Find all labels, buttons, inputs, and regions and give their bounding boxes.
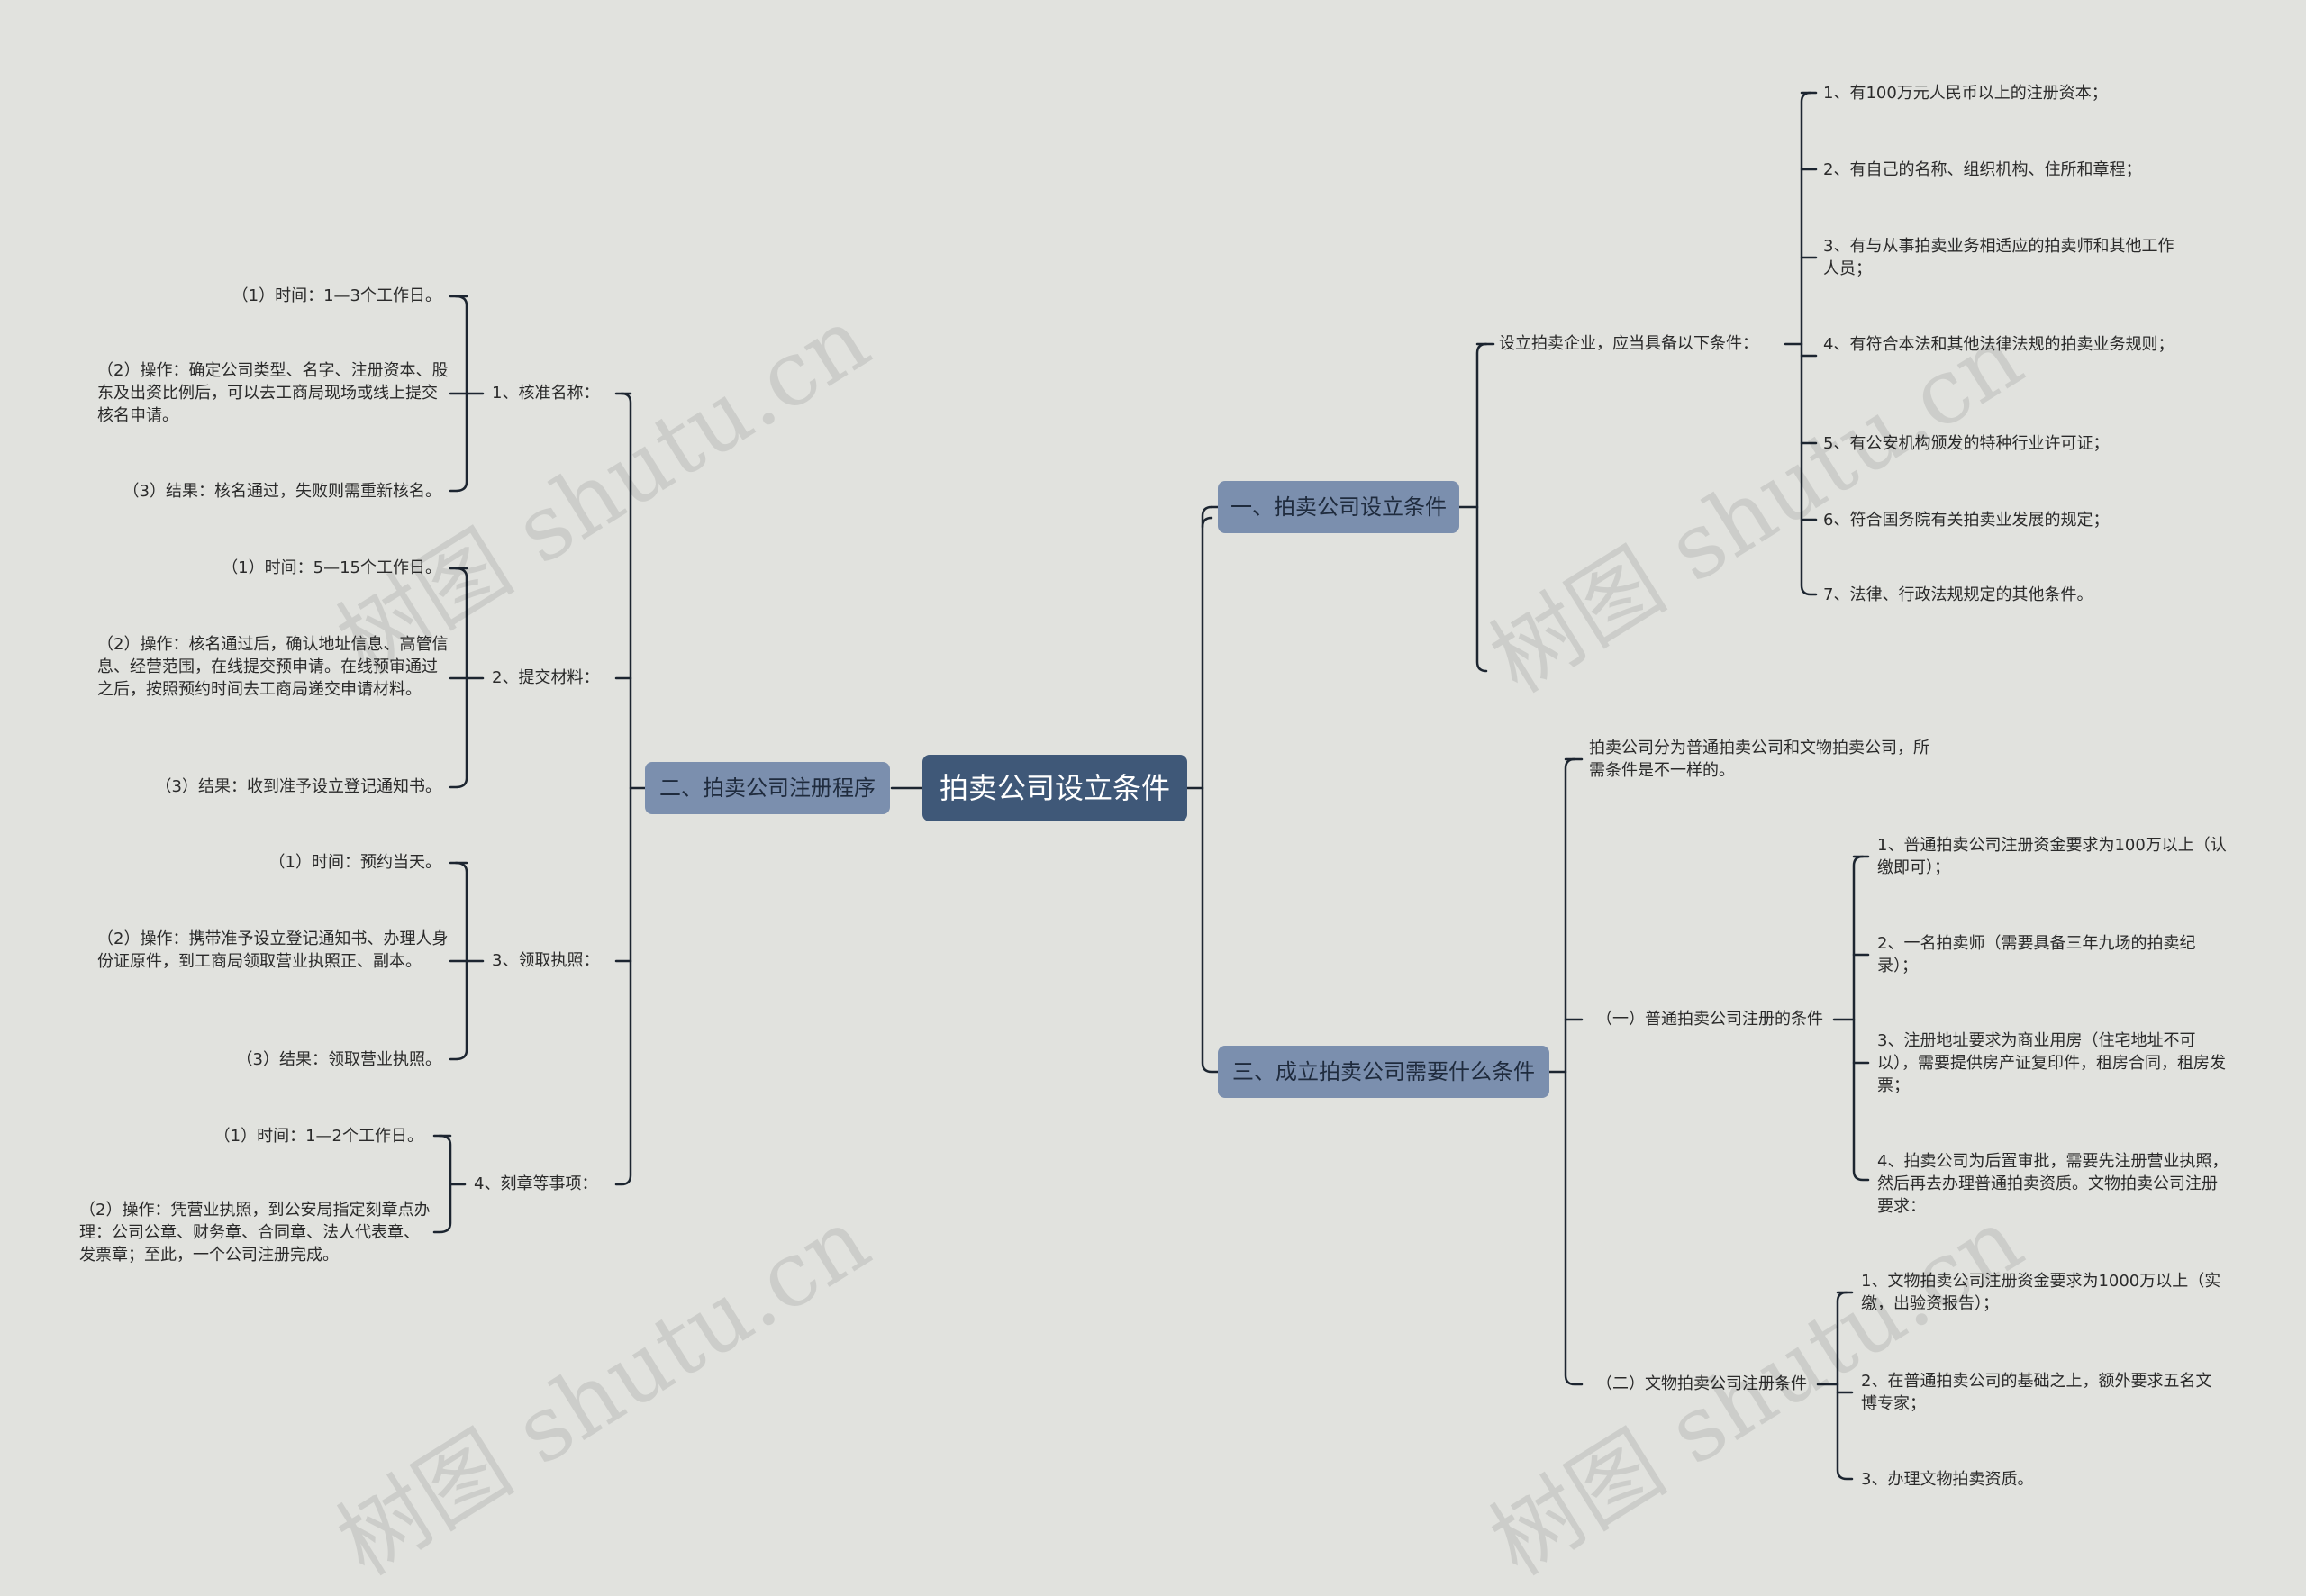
branch-registration-procedure[interactable]: 二、拍卖公司注册程序 [645,762,890,814]
condition-item[interactable]: 1、有100万元人民币以上的注册资本； [1823,84,2108,103]
conditions-intro[interactable]: 设立拍卖企业，应当具备以下条件： [1499,334,1758,353]
condition-item[interactable]: 7、法律、行政法规规定的其他条件。 [1823,585,2093,604]
spine-steps [614,392,632,1186]
step-detail[interactable]: （3）结果：核名通过，失败则需重新核名。 [123,482,441,501]
step-title[interactable]: 1、核准名称： [492,384,600,403]
step-title[interactable]: 4、刻章等事项： [474,1174,598,1193]
step-detail[interactable]: （2）操作：凭营业执照，到公安局指定刻章点办理：公司公章、财务章、合同章、法人代… [79,1201,431,1265]
general-item[interactable]: 3、注册地址要求为商业用房（住宅地址不可以），需要提供房产证复印件，租房合同，租… [1877,1031,2226,1095]
spine-b3 [1564,757,1584,1386]
condition-item[interactable]: 5、有公安机构颁发的特种行业许可证； [1823,434,2110,453]
step-detail[interactable]: （2）操作：核名通过后，确认地址信息、高管信息、经营范围，在线提交预申请。在线预… [97,635,449,699]
step-title[interactable]: 3、领取执照： [492,951,600,970]
step-detail[interactable]: （1）时间：预约当天。 [268,853,441,872]
step-title[interactable]: 2、提交材料： [492,668,600,687]
general-item[interactable]: 4、拍卖公司为后置审批，需要先注册营业执照，然后再去办理普通拍卖资质。文物拍卖公… [1877,1152,2229,1216]
step-detail[interactable]: （3）结果：收到准予设立登记通知书。 [155,777,441,796]
spine-s4 [432,1134,452,1234]
link-root-b1-curve [1201,505,1213,529]
general-item[interactable]: 2、一名拍卖师（需要具备三年九场的拍卖纪录）； [1877,934,2196,975]
cultural-item[interactable]: 3、办理文物拍卖资质。 [1861,1470,2034,1489]
step-detail[interactable]: （1）时间：1—2个工作日。 [213,1127,423,1146]
step-detail[interactable]: （2）操作：确定公司类型、名字、注册资本、股东及出资比例后，可以去工商局现场或线… [97,361,449,425]
condition-item[interactable]: 2、有自己的名称、组织机构、住所和章程； [1823,160,2142,179]
cultural-title[interactable]: （二）文物拍卖公司注册条件 [1596,1374,1807,1393]
condition-item[interactable]: 6、符合国务院有关拍卖业发展的规定； [1823,511,2110,530]
spine-cultural [1836,1291,1854,1481]
spine-root-right [1201,516,1220,1074]
general-title[interactable]: （一）普通拍卖公司注册的条件 [1596,1010,1823,1029]
general-item[interactable]: 1、普通拍卖公司注册资金要求为100万以上（认缴即可）； [1877,836,2227,877]
condition-item[interactable]: 3、有与从事拍卖业务相适应的拍卖师和其他工作人员； [1823,237,2174,278]
step-detail[interactable]: （2）操作：携带准予设立登记通知书、办理人身份证原件，到工商局领取营业执照正、副… [97,929,449,971]
condition-item[interactable]: 4、有符合本法和其他法律法规的拍卖业务规则； [1823,335,2174,354]
root-topic[interactable]: 拍卖公司设立条件 [922,755,1187,821]
step-detail[interactable]: （1）时间：1—3个工作日。 [232,286,441,305]
step-detail[interactable]: （1）时间：5—15个工作日。 [222,558,441,577]
spine-b1 [1475,342,1488,673]
step-detail[interactable]: （3）结果：领取营业执照。 [236,1050,441,1069]
spine-general [1852,855,1870,1182]
cultural-item[interactable]: 2、在普通拍卖公司的基础之上，额外要求五名文博专家； [1861,1372,2212,1413]
branch-establishment-conditions[interactable]: 一、拍卖公司设立条件 [1218,481,1459,533]
requirements-intro[interactable]: 拍卖公司分为普通拍卖公司和文物拍卖公司，所需条件是不一样的。 [1589,739,1929,780]
branch-requirements[interactable]: 三、成立拍卖公司需要什么条件 [1218,1046,1549,1098]
cultural-item[interactable]: 1、文物拍卖公司注册资金要求为1000万以上（实缴，出验资报告）； [1861,1272,2221,1313]
